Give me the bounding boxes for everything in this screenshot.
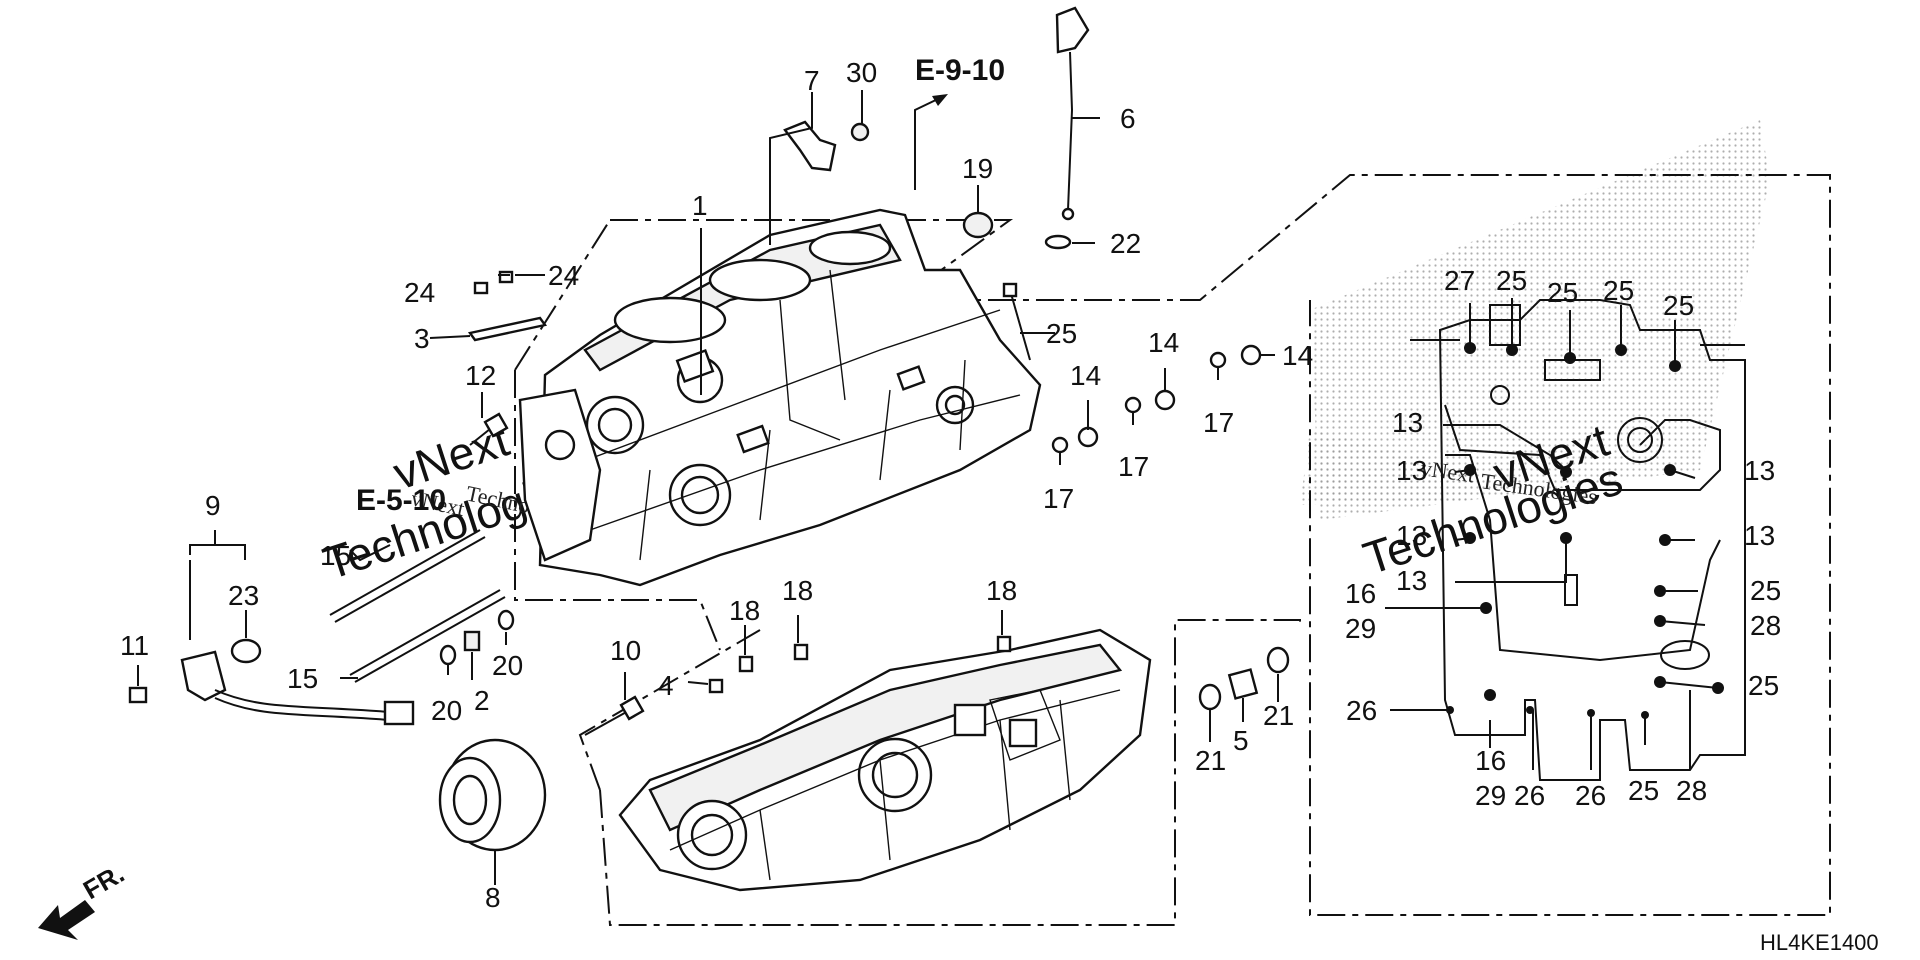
callout-15b: 15 xyxy=(287,663,318,694)
callout-13f: 13 xyxy=(1744,520,1775,551)
callout-23: 23 xyxy=(228,580,259,611)
callout-10: 10 xyxy=(610,635,641,666)
callout-13b: 13 xyxy=(1396,455,1427,486)
callout-14c: 14 xyxy=(1282,340,1313,371)
callout-26c: 26 xyxy=(1575,780,1606,811)
lower-crankcase xyxy=(618,628,1152,892)
callout-25h: 25 xyxy=(1628,775,1659,806)
callout-27: 27 xyxy=(1444,265,1475,296)
leader-lines xyxy=(137,90,1719,885)
callout-12: 12 xyxy=(465,360,496,391)
callout-8: 8 xyxy=(485,882,501,913)
callout-20a: 20 xyxy=(431,695,462,726)
ref-e9-10[interactable]: E-9-10 xyxy=(915,54,1005,87)
stipple-area xyxy=(1300,120,1770,520)
front-label: FR. xyxy=(78,858,129,905)
callout-5: 5 xyxy=(1233,725,1249,756)
diagram-code: HL4KE1400 xyxy=(1760,930,1879,955)
callout-13e: 13 xyxy=(1744,455,1775,486)
callout-9: 9 xyxy=(205,490,221,521)
callout-25d: 25 xyxy=(1603,275,1634,306)
callout-25f: 25 xyxy=(1750,575,1781,606)
group-frames xyxy=(514,94,1831,926)
callout-25a: 25 xyxy=(1046,318,1077,349)
callout-26b: 26 xyxy=(1514,780,1545,811)
callout-26a: 26 xyxy=(1346,695,1377,726)
callout-25b: 25 xyxy=(1496,265,1527,296)
callout-28a: 28 xyxy=(1750,610,1781,641)
small-parts xyxy=(128,6,1290,852)
callout-28b: 28 xyxy=(1676,775,1707,806)
callouts: 1 2 3 4 5 6 7 8 9 10 11 12 13 13 13 13 1… xyxy=(120,57,1781,913)
upper-crankcase xyxy=(518,208,1042,587)
callout-7: 7 xyxy=(804,65,820,96)
callout-18b: 18 xyxy=(782,575,813,606)
callout-18a: 18 xyxy=(729,595,760,626)
callout-17b: 17 xyxy=(1118,451,1149,482)
callout-6: 6 xyxy=(1120,103,1136,134)
callout-30: 30 xyxy=(846,57,877,88)
callout-17a: 17 xyxy=(1043,483,1074,514)
callout-19: 19 xyxy=(962,153,993,184)
callout-14a: 14 xyxy=(1070,360,1101,391)
callout-21a: 21 xyxy=(1195,745,1226,776)
callout-14b: 14 xyxy=(1148,327,1179,358)
callout-24a: 24 xyxy=(404,277,435,308)
callout-16a: 16 xyxy=(1345,578,1376,609)
callout-25g: 25 xyxy=(1748,670,1779,701)
callout-20b: 20 xyxy=(492,650,523,681)
callout-16b: 16 xyxy=(1475,745,1506,776)
front-arrow: FR. xyxy=(38,858,129,940)
callout-21b: 21 xyxy=(1263,700,1294,731)
callout-2: 2 xyxy=(474,685,490,716)
callout-29a: 29 xyxy=(1345,613,1376,644)
ref-e5-10[interactable]: E-5-10 xyxy=(356,484,446,517)
callout-25e: 25 xyxy=(1663,290,1694,321)
callout-3: 3 xyxy=(414,323,430,354)
callout-11: 11 xyxy=(120,630,149,661)
callout-25c: 25 xyxy=(1547,277,1578,308)
callout-13a: 13 xyxy=(1392,407,1423,438)
callout-13c: 13 xyxy=(1396,520,1427,551)
callout-17c: 17 xyxy=(1203,407,1234,438)
callout-1: 1 xyxy=(692,190,708,221)
callout-22: 22 xyxy=(1110,228,1141,259)
callout-24b: 24 xyxy=(548,260,579,291)
callout-29b: 29 xyxy=(1475,780,1506,811)
callout-15a: 15 xyxy=(320,540,351,571)
callout-4: 4 xyxy=(658,670,674,701)
callout-13d: 13 xyxy=(1396,565,1427,596)
callout-18c: 18 xyxy=(986,575,1017,606)
